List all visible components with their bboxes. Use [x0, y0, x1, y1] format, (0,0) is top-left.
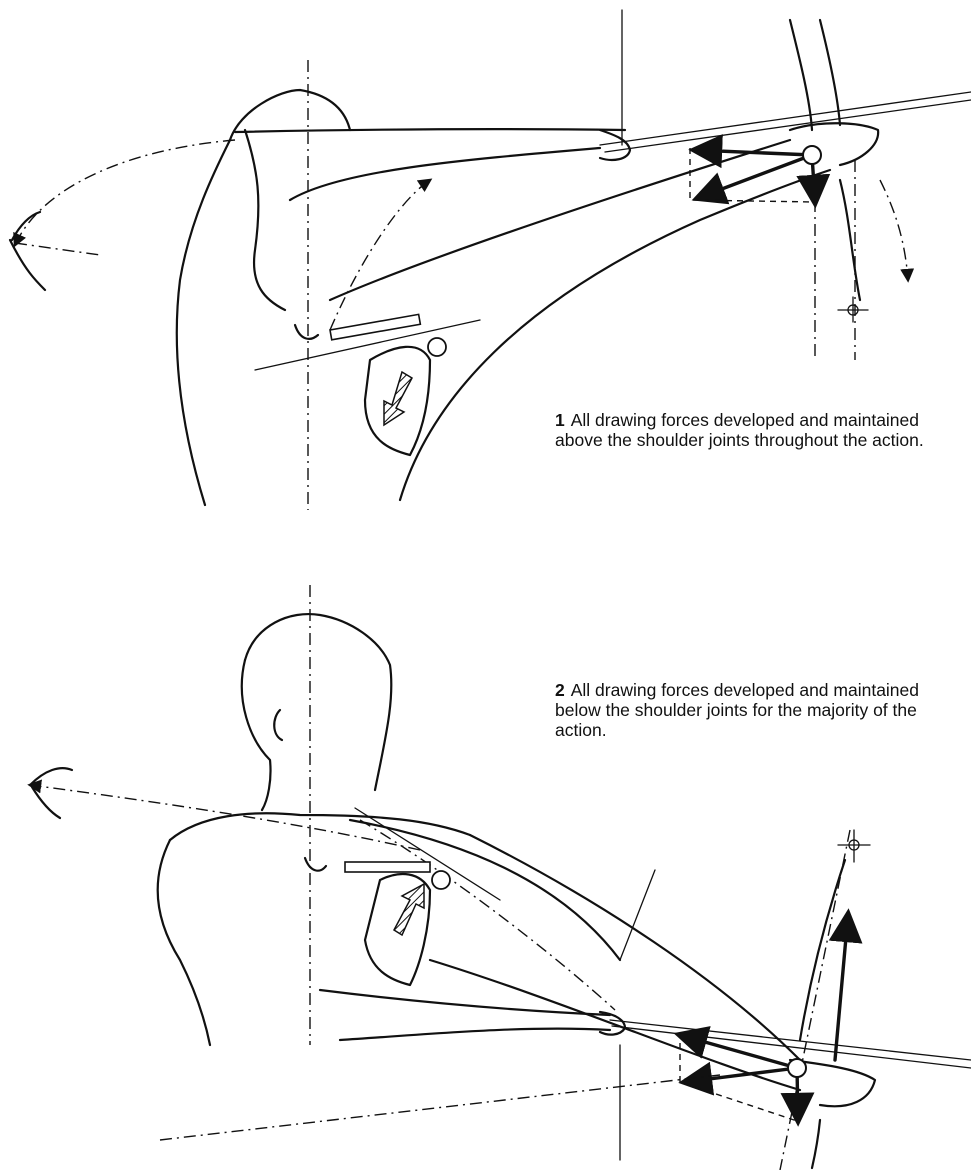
- fig1-crosshair-icon: [838, 297, 868, 322]
- fig1-back-outline: [177, 140, 230, 505]
- fig1-release-hand: [10, 212, 45, 290]
- fig2-force-vector-up: [835, 915, 848, 1060]
- fig1-release-line: [15, 243, 100, 255]
- fig2-bow-arm-bottom: [430, 960, 800, 1090]
- fig2-shoulder-line: [170, 813, 470, 840]
- figure-2-number: 2: [555, 680, 565, 700]
- fig1-draw-forearm-top: [235, 129, 625, 132]
- fig1-release-arc: [15, 140, 235, 245]
- fig2-chin-mark: [305, 858, 326, 871]
- fig1-arrow-shaft-2: [605, 100, 971, 152]
- fig2-shoulder-joint: [432, 871, 450, 889]
- fig1-bow-arm-top: [330, 140, 790, 300]
- fig2-base-line: [160, 1075, 720, 1140]
- fig1-force-vector-resultant: [698, 155, 812, 198]
- fig2-clavicle: [345, 862, 430, 872]
- fig1-shoulder-joint: [428, 338, 446, 356]
- fig1-bow-upper-limb-2: [820, 20, 840, 125]
- fig2-pivot-point: [788, 1059, 806, 1077]
- fig1-bow-rotation-arc: [880, 180, 908, 280]
- figure-2-caption-text: All drawing forces developed and maintai…: [555, 680, 919, 740]
- fig2-ear: [274, 710, 282, 740]
- fig2-back-outline: [158, 840, 210, 1045]
- fig2-bow-lower-limb: [812, 1120, 820, 1168]
- fig2-arrow-shaft: [610, 1020, 971, 1060]
- fig2-bow-arm-top: [470, 835, 800, 1060]
- figure-1-number: 1: [555, 410, 565, 430]
- fig1-scapula-down-arrow: [384, 372, 412, 425]
- figure-2-drawing: [30, 585, 971, 1170]
- fig1-pivot-point: [803, 146, 821, 164]
- fig2-string-line: [620, 870, 655, 960]
- fig1-draw-forearm-bottom: [290, 148, 600, 200]
- fig1-bow-upper-limb: [790, 20, 812, 130]
- fig1-chin-mark: [295, 325, 318, 339]
- figure-1-caption-text: All drawing forces developed and maintai…: [555, 410, 924, 450]
- fig1-neck-outline: [245, 130, 285, 310]
- fig2-draw-forearm-bottom: [340, 1029, 610, 1040]
- fig2-draw-forearm-top: [320, 990, 610, 1015]
- fig1-scapula-arc: [330, 180, 430, 330]
- fig1-bow-lower-limb: [840, 180, 860, 300]
- fig1-bow-arm-bottom: [400, 170, 830, 500]
- fig2-head-outline: [245, 614, 391, 790]
- fig2-face-outline: [242, 660, 271, 810]
- fig2-release-hand: [30, 768, 72, 818]
- fig2-scapula-up-arrow: [394, 884, 424, 935]
- fig2-crosshair-icon: [838, 830, 870, 862]
- fig1-arrow-shaft: [600, 92, 971, 145]
